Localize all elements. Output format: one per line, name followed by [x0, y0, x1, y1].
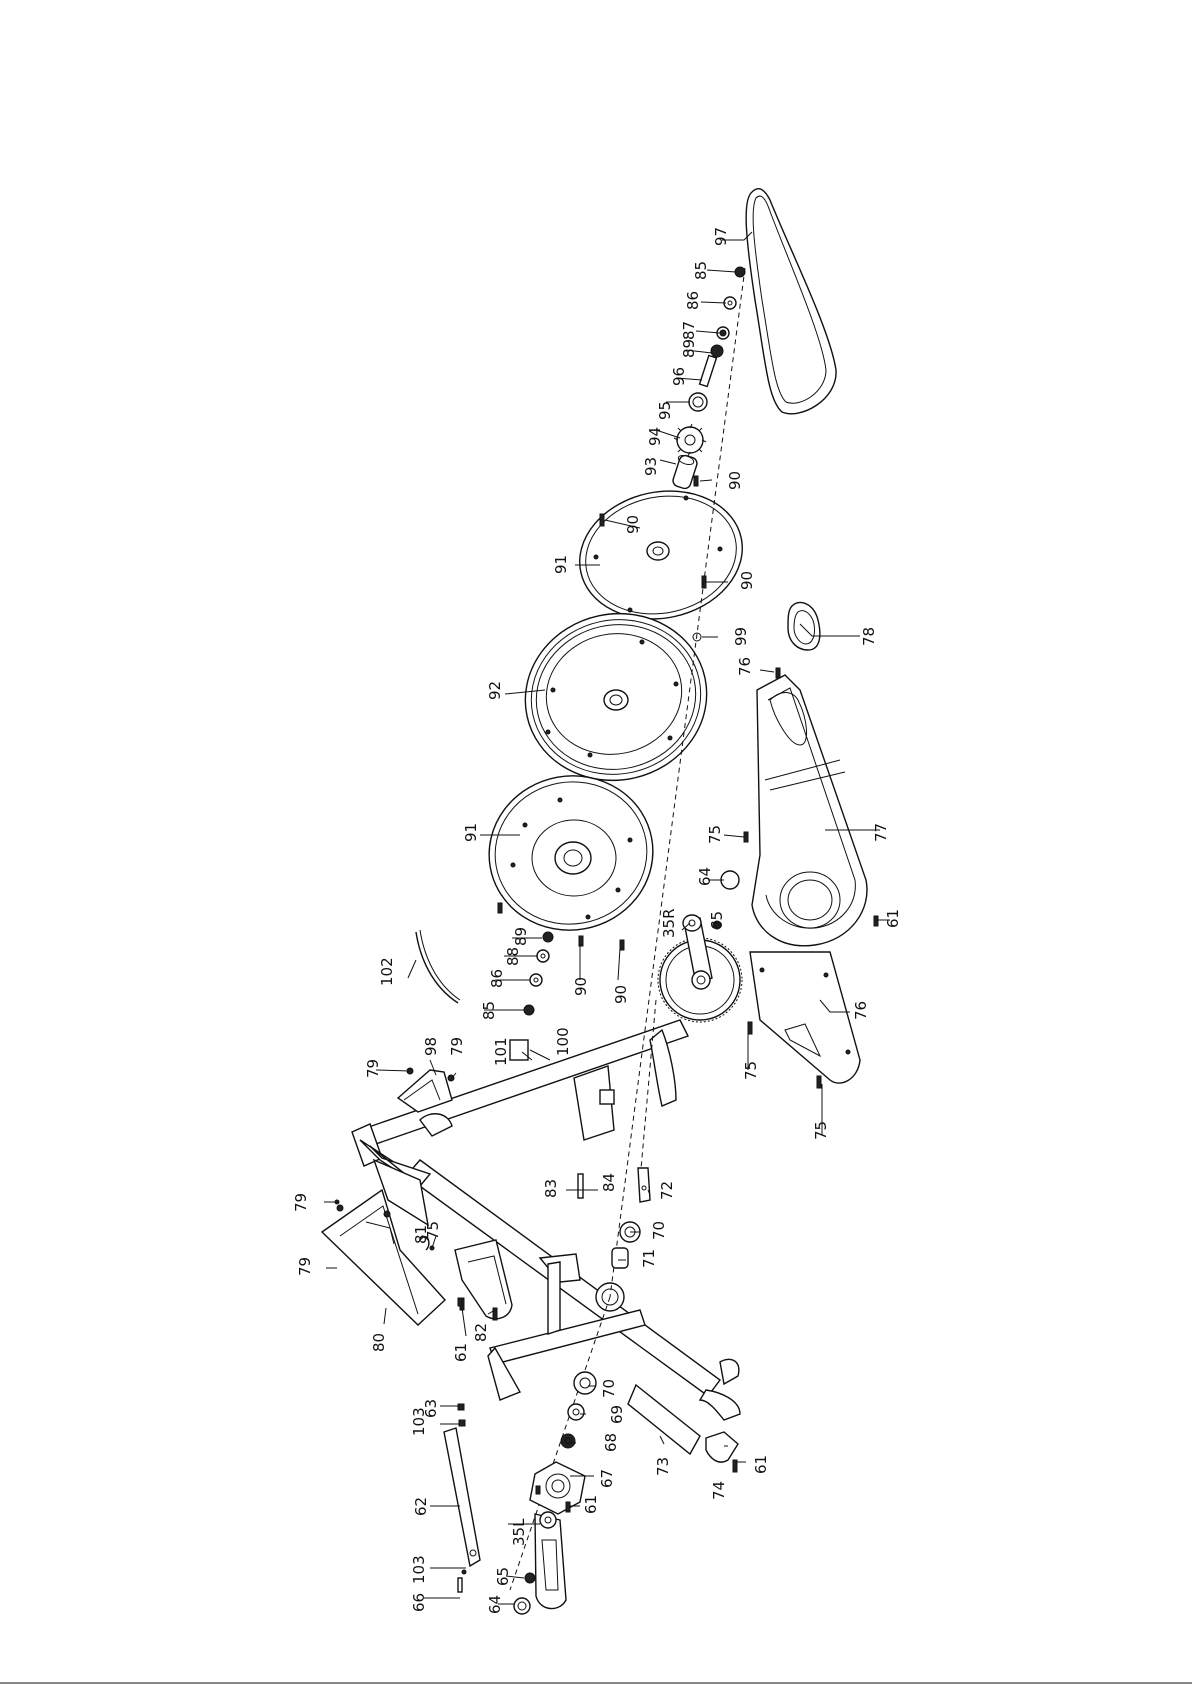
flywheel-disc-91-left [477, 763, 665, 943]
label-89: 89 [512, 927, 530, 946]
label-84: 84 [600, 1173, 618, 1192]
main-frame [352, 1020, 740, 1420]
label-76: 76 [852, 1001, 870, 1020]
label-82: 82 [472, 1323, 490, 1342]
label-65: 65 [708, 911, 726, 930]
label-64: 64 [486, 1595, 504, 1614]
label-68: 68 [602, 1433, 620, 1452]
stabilizer-bar-62 [444, 1404, 535, 1614]
label-95: 95 [656, 401, 674, 420]
label-79: 79 [448, 1037, 466, 1056]
rear-cover-80 [322, 1190, 445, 1325]
label-93: 93 [642, 457, 660, 476]
label-79: 79 [292, 1193, 310, 1212]
flywheel-disc-91-right [568, 476, 755, 633]
cover-82 [455, 1240, 512, 1320]
label-76: 76 [736, 657, 754, 676]
label-73: 73 [654, 1457, 672, 1476]
label-90: 90 [726, 471, 744, 490]
label-61: 61 [884, 909, 902, 928]
label-74: 74 [710, 1481, 728, 1500]
label-90: 90 [738, 571, 756, 590]
cover-cap-78 [788, 602, 820, 650]
flywheel-92 [510, 597, 723, 797]
label-94: 94 [646, 427, 664, 446]
label-102: 102 [378, 957, 396, 986]
crank-arm-35L [535, 1512, 566, 1609]
label-92: 92 [486, 681, 504, 700]
label-101: 101 [492, 1037, 510, 1066]
bearing-70-71 [612, 1222, 640, 1268]
label-71: 71 [640, 1249, 658, 1268]
belt-97 [746, 189, 836, 414]
label-75: 75 [424, 1221, 442, 1240]
label-83: 83 [542, 1179, 560, 1198]
label-88: 88 [504, 947, 522, 966]
label-35L: 35L [510, 1518, 528, 1546]
label-103: 103 [410, 1555, 428, 1584]
label-90: 90 [612, 985, 630, 1004]
foot-cap-74 [706, 1432, 738, 1472]
label-64: 64 [696, 867, 714, 886]
chain-guard-77 [744, 668, 878, 946]
label-79: 79 [296, 1257, 314, 1276]
label-72: 72 [658, 1181, 676, 1200]
label-70: 70 [650, 1221, 668, 1240]
label-69: 69 [608, 1405, 626, 1424]
label-85: 85 [480, 1001, 498, 1020]
label-90: 90 [624, 515, 642, 534]
label-67: 67 [598, 1469, 616, 1488]
label-86: 86 [684, 291, 702, 310]
label-89: 89 [680, 339, 698, 358]
label-98: 98 [422, 1037, 440, 1056]
label-85: 85 [692, 261, 710, 280]
label-66: 66 [410, 1593, 428, 1612]
label-103: 103 [410, 1407, 428, 1436]
label-79: 79 [364, 1059, 382, 1078]
bracket-101 [510, 1040, 528, 1060]
label-61: 61 [452, 1343, 470, 1362]
label-75: 75 [706, 825, 724, 844]
label-61: 61 [582, 1495, 600, 1514]
label-75: 75 [742, 1061, 760, 1080]
label-80: 80 [370, 1333, 388, 1352]
label-77: 77 [872, 823, 890, 842]
label-100: 100 [554, 1027, 572, 1056]
label-62: 62 [412, 1497, 430, 1516]
label-61: 61 [752, 1455, 770, 1474]
label-35R: 35R [660, 908, 678, 938]
label-91: 91 [552, 555, 570, 574]
label-99: 99 [732, 627, 750, 646]
label-65: 65 [494, 1567, 512, 1586]
label-86: 86 [488, 969, 506, 988]
label-96: 96 [670, 367, 688, 386]
crank-arm-35R [658, 871, 742, 1022]
label-70: 70 [600, 1379, 618, 1398]
label-87: 87 [680, 321, 698, 340]
chain-guard-76-lower [748, 952, 860, 1088]
label-90: 90 [572, 977, 590, 996]
label-78: 78 [860, 627, 878, 646]
label-75: 75 [812, 1121, 830, 1140]
label-97: 97 [712, 227, 730, 246]
bearing-stack-68-70 [561, 1372, 596, 1448]
label-91: 91 [462, 823, 480, 842]
